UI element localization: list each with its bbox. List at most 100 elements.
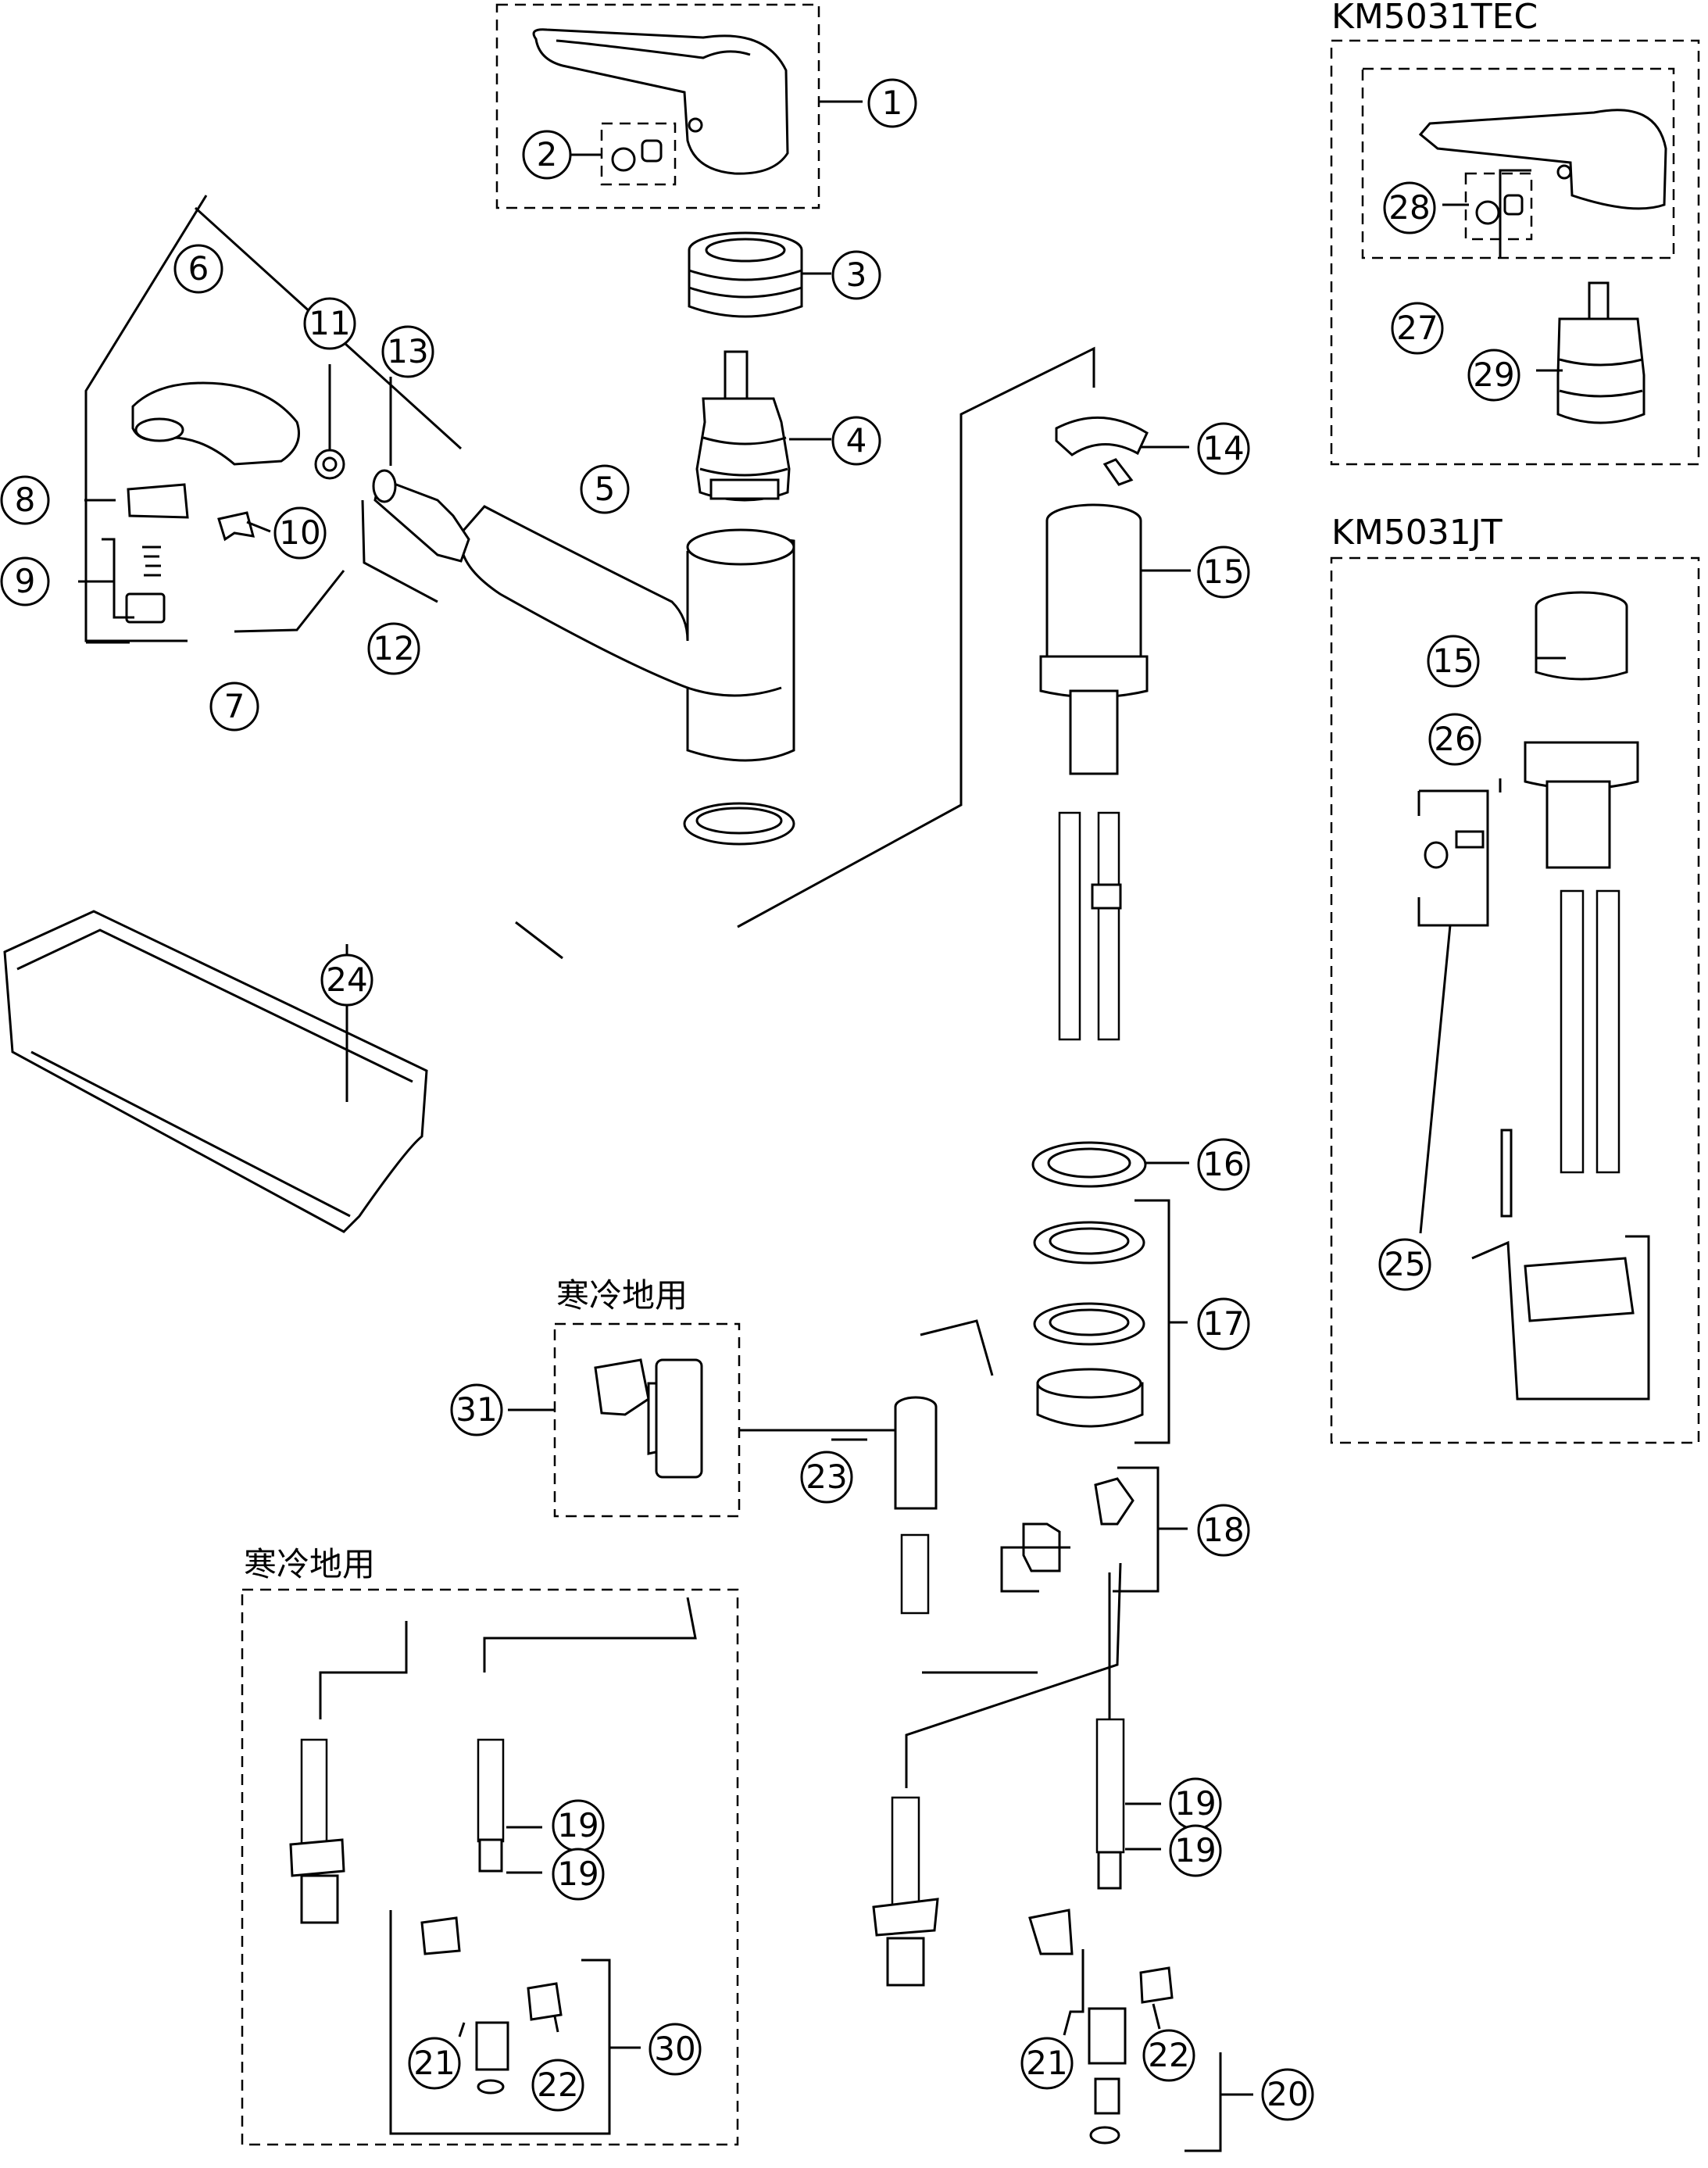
callout-29: 29 — [1467, 349, 1520, 402]
km5031tec-screw-box — [1464, 172, 1533, 241]
spout-ring — [683, 802, 795, 846]
supply-hoses — [1058, 811, 1122, 1041]
callout-28: 28 — [1383, 181, 1436, 234]
hose-left-bottom — [872, 1796, 939, 1987]
callout-19c: 19 — [552, 1799, 605, 1852]
svg-text:6: 6 — [188, 249, 209, 288]
callout-7: 7 — [209, 682, 259, 732]
callout-23: 23 — [800, 1451, 853, 1504]
svg-text:3: 3 — [846, 256, 867, 294]
svg-text:24: 24 — [326, 961, 367, 999]
callout-19a: 19 — [1169, 1777, 1222, 1830]
callout-8: 8 — [0, 475, 50, 525]
svg-text:5: 5 — [595, 470, 616, 508]
leader-lines — [78, 100, 1650, 2152]
cold-hose-right — [420, 1738, 563, 2095]
tec-screws — [1475, 194, 1524, 225]
jt-column — [1500, 591, 1639, 1322]
callout-11: 11 — [303, 297, 356, 350]
svg-text:25: 25 — [1384, 1245, 1425, 1283]
callout-4: 4 — [831, 416, 881, 466]
svg-text:31: 31 — [456, 1390, 497, 1429]
svg-text:12: 12 — [373, 629, 414, 667]
nut-11 — [314, 449, 345, 480]
tec-cartridge — [1556, 281, 1645, 424]
km5031tec-box — [1330, 39, 1700, 466]
hose-connector — [372, 469, 470, 563]
callout-10: 10 — [273, 506, 327, 560]
callout-25: 25 — [1378, 1238, 1431, 1291]
svg-text:11: 11 — [309, 304, 350, 342]
svg-text:20: 20 — [1267, 2075, 1308, 2113]
callout-30: 30 — [649, 2023, 702, 2076]
callout-2: 2 — [522, 130, 572, 180]
svg-text:2: 2 — [537, 135, 558, 174]
hose-right-bottom — [1028, 1718, 1174, 2145]
svg-text:19: 19 — [1174, 1831, 1216, 1869]
callout-20: 20 — [1261, 2068, 1314, 2121]
svg-text:23: 23 — [806, 1458, 847, 1496]
spout-body — [459, 505, 795, 762]
cartridge-cap — [688, 231, 803, 318]
svg-text:19: 19 — [557, 1855, 599, 1893]
svg-text:26: 26 — [1434, 720, 1475, 758]
callout-1: 1 — [867, 78, 917, 128]
variant-label-jt: KM5031JT — [1331, 513, 1503, 553]
variant-label-tec: KM5031TEC — [1331, 0, 1538, 37]
svg-text:19: 19 — [1174, 1784, 1216, 1823]
svg-text:17: 17 — [1202, 1304, 1244, 1343]
svg-text:9: 9 — [15, 562, 36, 600]
cold-valve-box — [553, 1322, 741, 1518]
cold-region-label-lower: 寒冷地用 — [244, 1545, 375, 1583]
callout-12: 12 — [367, 622, 420, 675]
spray-head — [131, 381, 300, 466]
tray — [3, 910, 428, 1233]
callout-27: 27 — [1391, 302, 1444, 355]
lever-box — [495, 3, 820, 209]
svg-text:28: 28 — [1388, 188, 1430, 227]
spray-ring — [127, 483, 189, 519]
clamp-18b — [1094, 1477, 1134, 1526]
callout-31: 31 — [450, 1383, 503, 1436]
svg-text:21: 21 — [413, 2044, 455, 2082]
svg-text:10: 10 — [279, 513, 320, 552]
callout-6: 6 — [173, 244, 223, 294]
svg-text:8: 8 — [15, 481, 36, 519]
callout-22b: 22 — [531, 2059, 584, 2112]
svg-text:1: 1 — [882, 84, 903, 122]
set-screws — [611, 139, 663, 172]
callout-13: 13 — [381, 325, 434, 378]
svg-text:27: 27 — [1396, 309, 1438, 347]
svg-text:22: 22 — [1148, 2036, 1189, 2074]
callout-22a: 22 — [1142, 2029, 1195, 2082]
washer-16 — [1031, 1141, 1147, 1188]
callout-18: 18 — [1197, 1504, 1250, 1557]
callout-19b: 19 — [1169, 1824, 1222, 1877]
valve-31 — [594, 1358, 703, 1479]
callout-16: 16 — [1197, 1138, 1250, 1191]
callout-14: 14 — [1197, 422, 1250, 475]
clip-ring — [1055, 416, 1149, 486]
lever-handle — [532, 28, 789, 175]
callout-17: 17 — [1197, 1297, 1250, 1351]
callout-15-jt: 15 — [1427, 635, 1480, 688]
callout-3: 3 — [831, 250, 881, 300]
svg-text:19: 19 — [557, 1806, 599, 1844]
adapter-23 — [894, 1396, 938, 1615]
cartridge — [695, 350, 791, 502]
clip-10 — [217, 511, 255, 542]
svg-text:21: 21 — [1026, 2044, 1067, 2082]
svg-text:4: 4 — [846, 421, 867, 460]
svg-text:29: 29 — [1473, 356, 1514, 394]
callout-21a: 21 — [1020, 2037, 1074, 2090]
callout-21b: 21 — [408, 2037, 461, 2090]
spray-parts — [125, 546, 166, 624]
svg-text:14: 14 — [1202, 429, 1244, 467]
cold-hose-box — [241, 1588, 739, 2146]
svg-text:16: 16 — [1202, 1145, 1244, 1183]
callout-15: 15 — [1197, 546, 1250, 599]
callout-19d: 19 — [552, 1848, 605, 1901]
callout-9: 9 — [0, 556, 50, 606]
